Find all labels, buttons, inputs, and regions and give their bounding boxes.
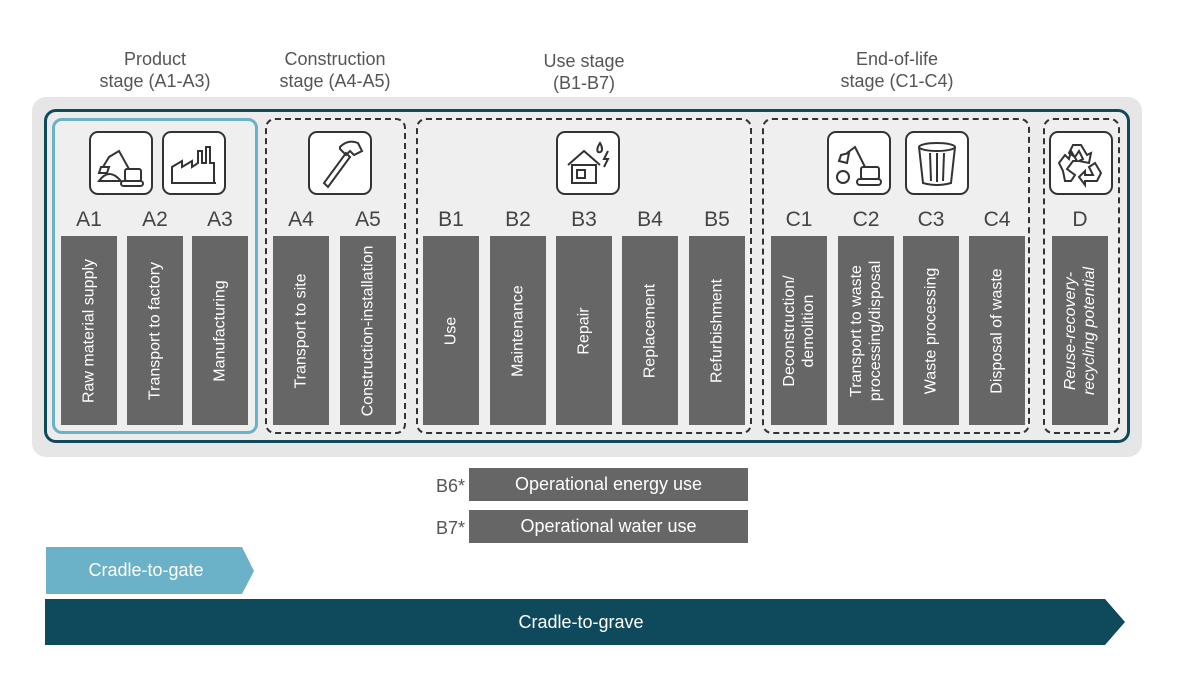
module-label: Refurbishment [708,278,726,383]
recycle-icon [1049,131,1113,195]
module-a1-raw-material-supply: Raw material supply [61,236,117,425]
module-b1-use: Use [423,236,479,425]
module-code-b3: B3 [571,208,597,231]
module-label: Transport to waste processing/disposal [848,260,884,401]
module-label: Replacement [641,283,659,378]
module-code-a3: A3 [207,208,233,231]
module-code-c2: C2 [852,208,880,231]
module-code-c3: C3 [917,208,945,231]
module-a4-transport-to-site: Transport to site [273,236,329,425]
module-code-a1: A1 [76,208,102,231]
module-a2-transport-to-factory: Transport to factory [127,236,183,425]
cradle-to-gate-label: Cradle-to-gate [88,560,204,580]
house-water-energy-icon [556,131,620,195]
module-code-a4: A4 [288,208,314,231]
module-label: Reuse-recovery-recycling potential [1062,266,1098,395]
module-label: Manufacturing [211,279,229,382]
module-b4-replacement: Replacement [622,236,678,425]
module-a5-construction-installation: Construction-installation [340,236,396,425]
module-code-b7: B7* [435,518,465,538]
module-a3-manufacturing: Manufacturing [192,236,248,425]
module-c4-disposal-of-waste: Disposal of waste [969,236,1025,425]
module-label: Waste processing [922,267,940,394]
module-label: Deconstruction/ demolition [781,274,817,387]
excavator-icon [827,131,891,195]
module-code-b6: B6* [435,476,465,496]
module-code-a2: A2 [142,208,168,231]
module-b7-operational-water-use: Operational water use [469,510,748,543]
factory-icon [162,131,226,195]
module-code-c1: C1 [785,208,813,231]
module-code-d: D [1072,208,1088,231]
trash-bin-icon [905,131,969,195]
module-c1-deconstruction: Deconstruction/ demolition [771,236,827,425]
module-label: Disposal of waste [988,267,1006,394]
module-code-b2: B2 [505,208,531,231]
hammer-icon [308,131,372,195]
cradle-to-grave-arrow [45,599,1125,645]
module-label: Repair [575,306,593,355]
cradle-to-grave-label: Cradle-to-grave [518,611,644,632]
module-label: Transport to factory [146,261,164,400]
module-label: Transport to site [292,273,310,389]
module-b2-maintenance: Maintenance [490,236,546,425]
module-label: Construction-installation [359,245,377,416]
module-label: Use [442,316,460,345]
module-code-b4: B4 [637,208,663,231]
module-b5-refurbishment: Refurbishment [689,236,745,425]
module-b6-operational-energy-use: Operational energy use [469,468,748,501]
cradle-to-gate-arrow [46,547,254,594]
module-b3-repair: Repair [556,236,612,425]
module-c2-transport-to-waste: Transport to waste processing/disposal [838,236,894,425]
module-code-a5: A5 [355,208,381,231]
excavator-icon [89,131,153,195]
module-code-b5: B5 [704,208,730,231]
module-c3-waste-processing: Waste processing [903,236,959,425]
module-d-reuse-recovery-recycling: Reuse-recovery-recycling potential [1052,236,1108,425]
module-code-b1: B1 [438,208,464,231]
stage-title-use: Use stage(B1-B7) [543,51,625,93]
module-code-c4: C4 [983,208,1011,231]
module-label: Maintenance [509,284,527,377]
module-label: Raw material supply [80,258,98,403]
